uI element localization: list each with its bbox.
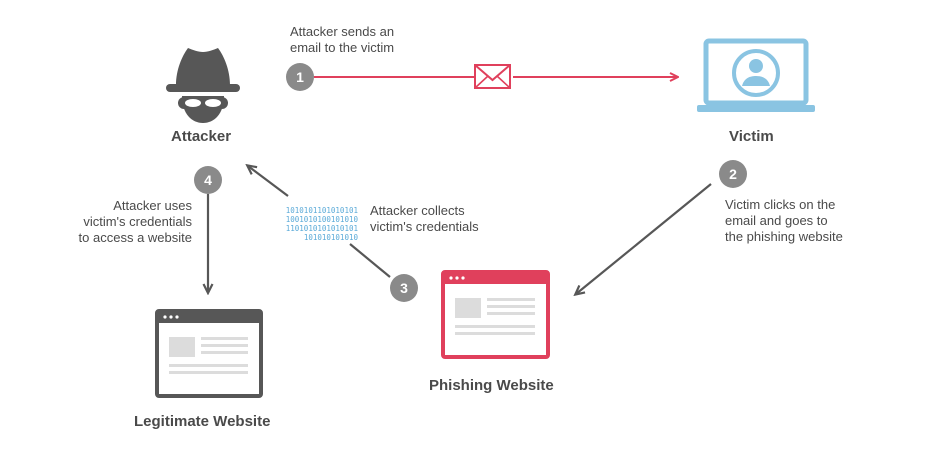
svg-text:3: 3	[400, 280, 408, 296]
phishing-browser-icon	[441, 270, 550, 359]
step-2-badge: 2	[719, 160, 747, 188]
legitimate-website-title: Legitimate Website	[134, 413, 271, 430]
legitimate-browser-icon	[155, 309, 263, 398]
step-4-badge: 4	[194, 166, 222, 194]
step-3-label: Attacker collects victim's credentials	[370, 203, 479, 234]
arrow-phishing-to-attacker	[349, 243, 391, 278]
attacker-title: Attacker	[171, 128, 232, 145]
binary-data-graphic: 1010101101010101 1001010100101010 110101…	[285, 206, 358, 242]
laptop-user-icon	[697, 38, 815, 112]
arrow-to-attacker	[248, 166, 289, 197]
envelope-icon	[474, 64, 511, 89]
svg-text:1: 1	[296, 69, 304, 85]
phishing-website-title: Phishing Website	[429, 377, 554, 394]
step-1-badge: 1	[286, 63, 314, 91]
spy-hat-icon	[166, 48, 240, 123]
arrow-victim-to-phishing	[576, 183, 712, 294]
step-3-badge: 3	[390, 274, 418, 302]
step-1-label: Attacker sends an email to the victim	[290, 24, 395, 55]
step-2-label: Victim clicks on the email and goes to t…	[725, 197, 843, 244]
svg-text:4: 4	[204, 172, 212, 188]
svg-text:2: 2	[729, 166, 737, 182]
step-4-label: Attacker uses victim's credentials to ac…	[78, 198, 192, 245]
victim-title: Victim	[729, 128, 774, 145]
